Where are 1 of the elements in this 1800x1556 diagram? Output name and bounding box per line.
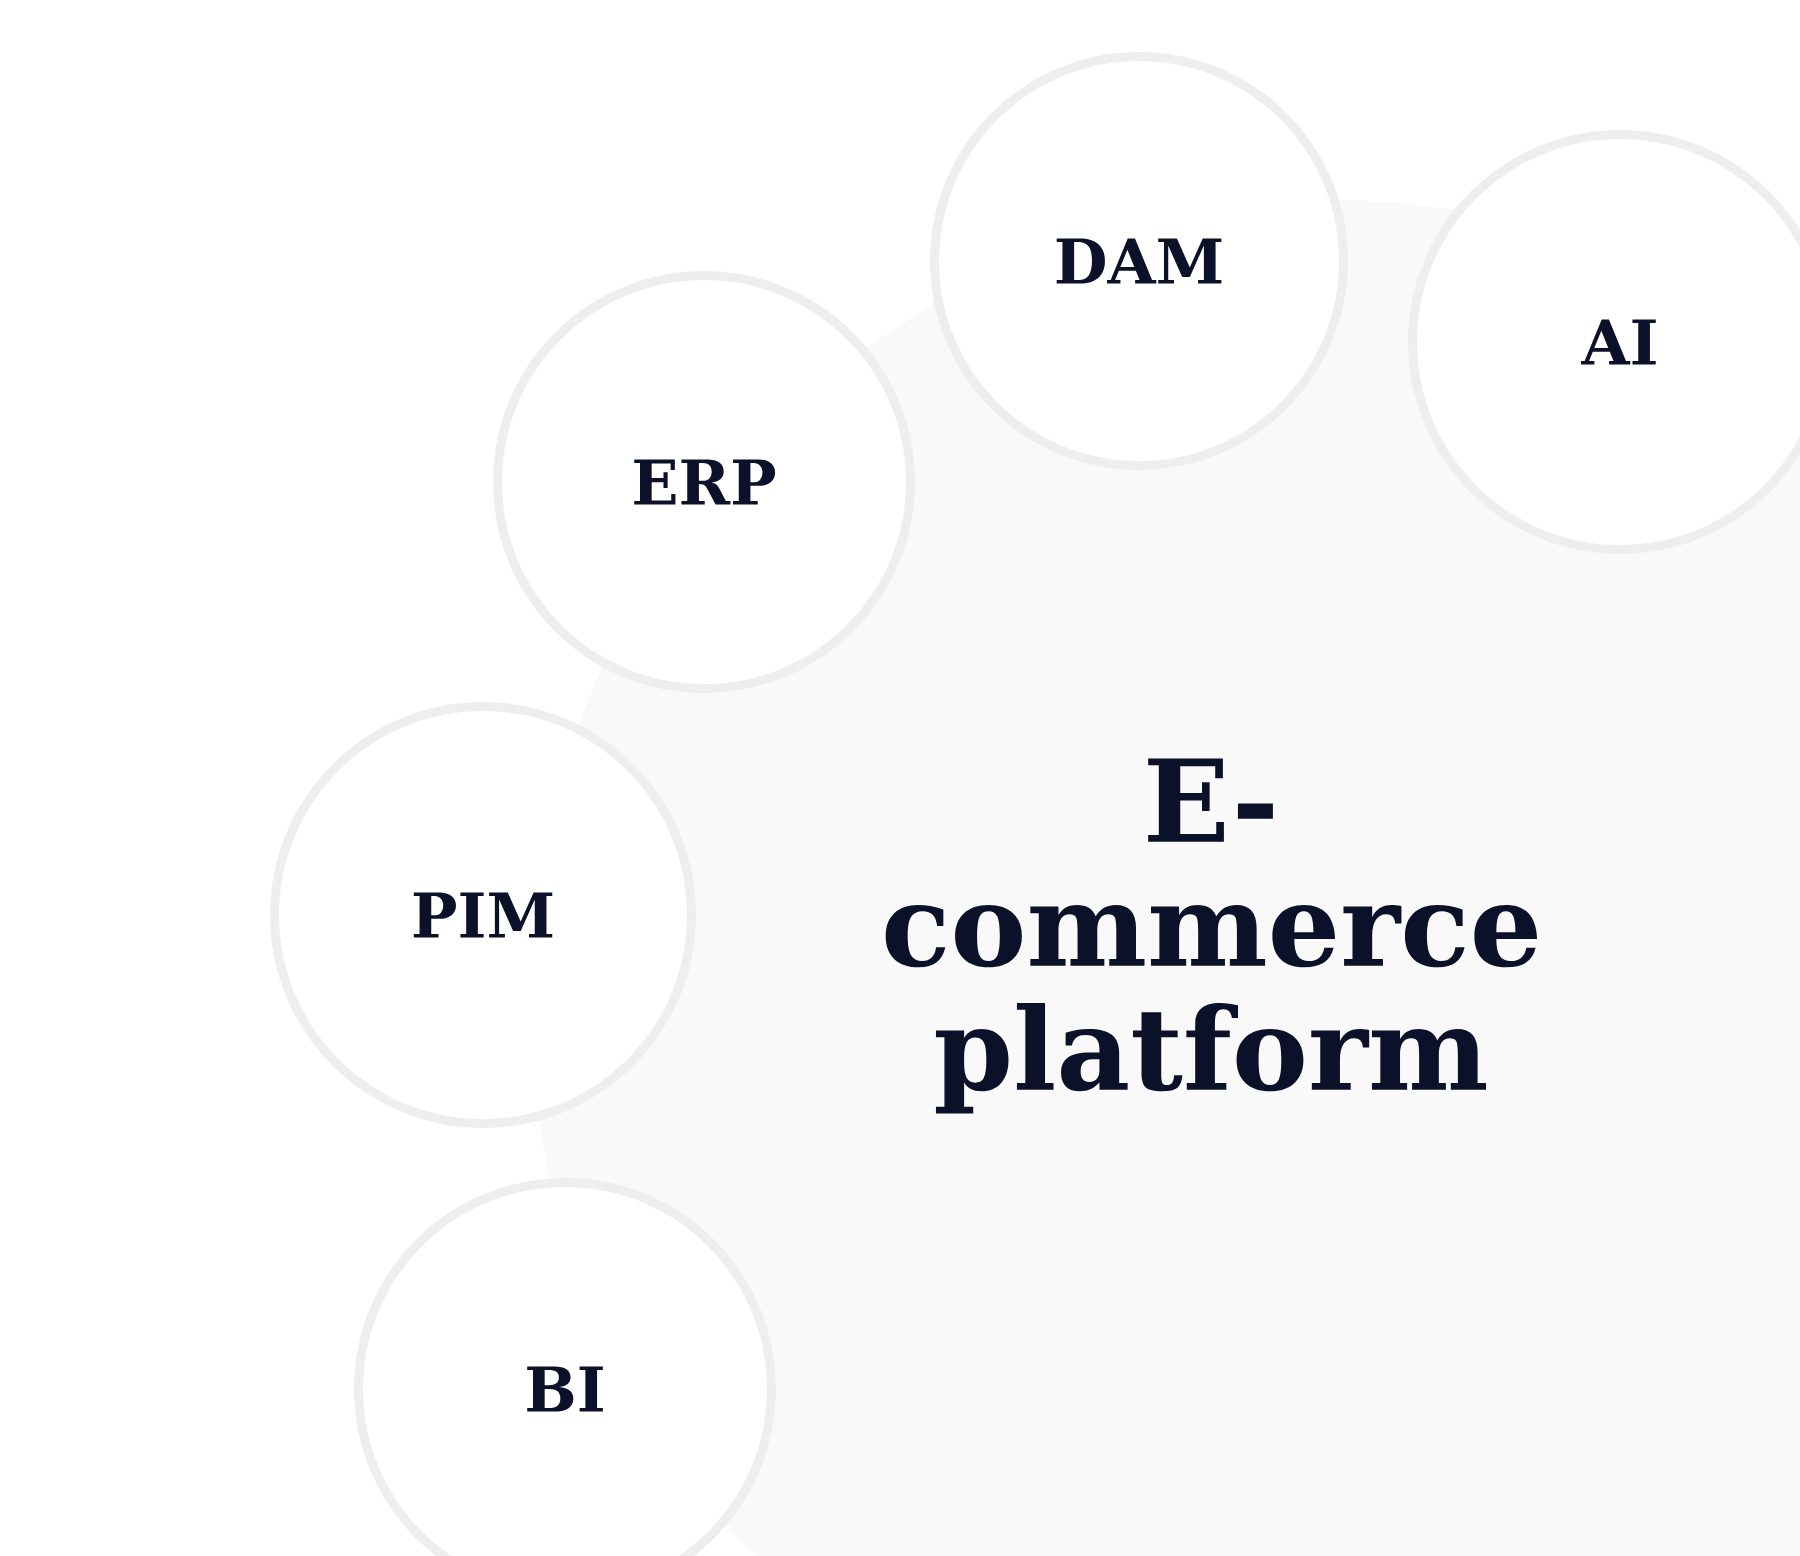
platform-label: E-commerce platform bbox=[885, 758, 1538, 1114]
